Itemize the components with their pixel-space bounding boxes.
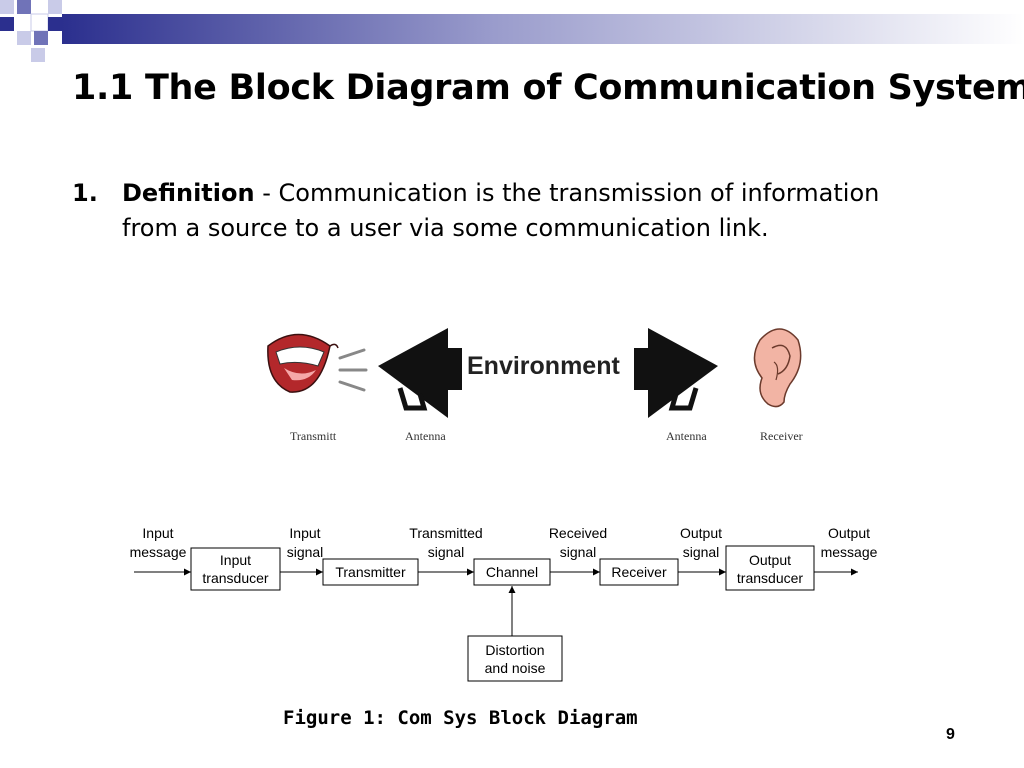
sound-waves-icon	[338, 348, 368, 392]
block-channel: Channel	[473, 558, 551, 586]
label-antenna-left: Antenna	[405, 429, 446, 443]
block-distortion-noise: Distortion and noise	[467, 635, 563, 682]
block-transmitter: Transmitter	[322, 558, 419, 586]
deco-square	[0, 0, 14, 14]
label-input-signal: Input signal	[287, 525, 324, 560]
svg-text:Input: Input	[220, 552, 251, 568]
ear-icon	[753, 328, 802, 408]
definition-body: Communication is the transmission of inf…	[122, 179, 880, 242]
label-output-signal: Output signal	[680, 525, 722, 560]
block-input-transducer: Input transducer	[190, 547, 281, 591]
svg-text:signal: signal	[287, 544, 324, 560]
svg-text:and noise: and noise	[485, 660, 546, 676]
definition-term: Definition	[122, 179, 255, 207]
signal-arrows	[134, 568, 858, 636]
svg-text:transducer: transducer	[737, 570, 803, 586]
label-input-message: Input message	[130, 525, 187, 560]
svg-text:Input: Input	[289, 525, 320, 541]
list-number: 1.	[72, 179, 98, 207]
definition-text: Definition - Communication is the transm…	[122, 176, 932, 246]
megaphone-icon	[378, 328, 462, 418]
definition-separator: -	[254, 179, 279, 207]
svg-text:Output: Output	[680, 525, 722, 541]
label-transmitted-signal: Transmitted signal	[409, 525, 482, 560]
environment-label: Environment	[467, 352, 620, 380]
megaphone-icon	[634, 328, 718, 418]
svg-text:Receiver: Receiver	[611, 564, 667, 580]
svg-text:signal: signal	[560, 544, 597, 560]
label-antenna-right: Antenna	[666, 429, 707, 443]
block-receiver: Receiver	[599, 558, 679, 586]
deco-square	[30, 13, 49, 32]
svg-text:message: message	[130, 544, 187, 560]
svg-text:Channel: Channel	[486, 564, 538, 580]
figure-caption: Figure 1: Com Sys Block Diagram	[283, 707, 638, 729]
block-output-transducer: Output transducer	[725, 545, 815, 591]
communication-illustration: Environment Transmitt Antenna Antenna Re…	[267, 328, 803, 443]
svg-text:Distortion: Distortion	[485, 642, 544, 658]
header-decoration	[0, 0, 1024, 62]
label-received-signal: Received signal	[549, 525, 607, 560]
slide-title: 1.1 The Block Diagram of Communication S…	[72, 68, 1024, 108]
deco-square	[31, 48, 45, 62]
header-gradient-bar	[62, 14, 1024, 44]
svg-text:message: message	[821, 544, 878, 560]
deco-square	[48, 17, 62, 31]
svg-text:signal: signal	[683, 544, 720, 560]
svg-text:signal: signal	[428, 544, 465, 560]
svg-text:Output: Output	[749, 552, 791, 568]
slide-number: 9	[946, 726, 955, 743]
deco-square	[48, 0, 62, 14]
svg-text:transducer: transducer	[202, 570, 268, 586]
svg-text:Transmitter: Transmitter	[335, 564, 406, 580]
deco-square	[34, 31, 48, 45]
svg-text:Input: Input	[142, 525, 173, 541]
label-output-message: Output message	[821, 525, 878, 560]
deco-square	[0, 17, 14, 31]
deco-square	[17, 31, 31, 45]
svg-text:Output: Output	[828, 525, 870, 541]
deco-square	[17, 0, 31, 14]
svg-text:Transmitted: Transmitted	[409, 525, 482, 541]
label-receiver: Receiver	[760, 429, 803, 443]
mouth-icon	[267, 333, 339, 393]
block-diagram: Input transducer Transmitter Channel Rec…	[130, 525, 878, 682]
label-transmitt: Transmitt	[290, 429, 337, 443]
svg-text:Received: Received	[549, 525, 607, 541]
